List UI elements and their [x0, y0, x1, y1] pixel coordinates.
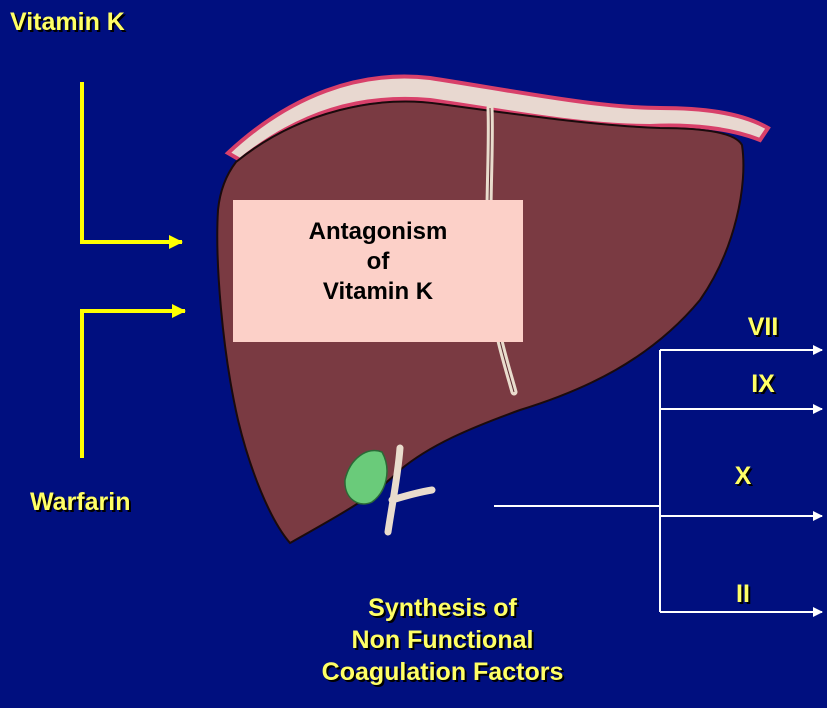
factor-ix-label: IX	[733, 370, 793, 399]
vitamin-k-arrow	[82, 82, 182, 242]
warfarin-arrow	[82, 311, 185, 458]
factor-vii-label: VII	[733, 313, 793, 342]
vitamin-k-label: Vitamin K	[10, 8, 125, 37]
factor-ii-label: II	[713, 580, 773, 609]
synthesis-line-2: Non Functional	[300, 624, 585, 656]
antagonism-line-3: Vitamin K	[233, 277, 523, 307]
factor-x-label: X	[713, 462, 773, 491]
synthesis-line-1: Synthesis of	[300, 592, 585, 624]
warfarin-label: Warfarin	[30, 488, 130, 517]
synthesis-caption: Synthesis of Non Functional Coagulation …	[300, 592, 585, 688]
antagonism-line-1: Antagonism	[233, 217, 523, 247]
antagonism-box: Antagonism of Vitamin K	[233, 200, 523, 342]
synthesis-line-3: Coagulation Factors	[300, 656, 585, 688]
antagonism-line-2: of	[233, 247, 523, 277]
